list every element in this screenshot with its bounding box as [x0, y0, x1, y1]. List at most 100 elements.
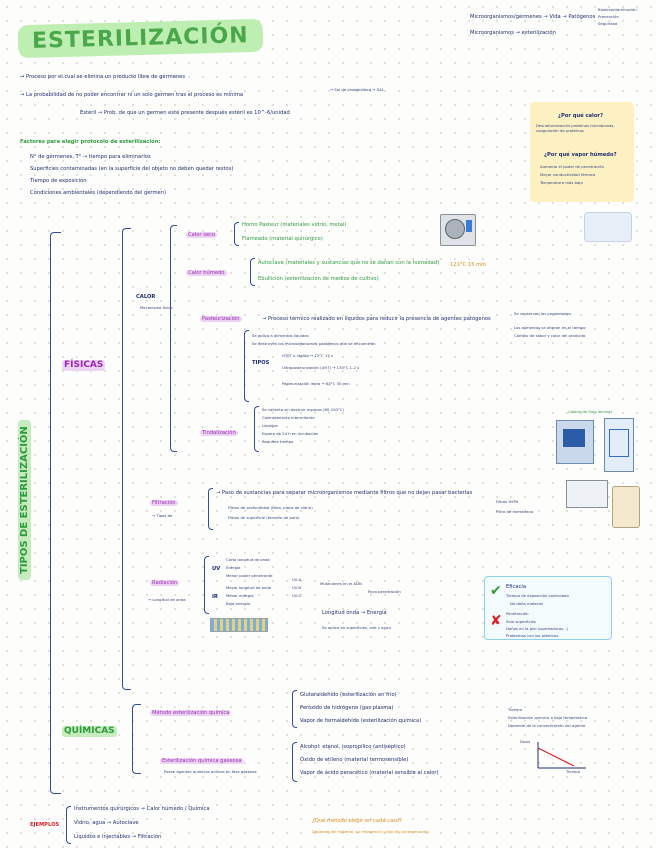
filter-diagram-image	[604, 418, 634, 472]
intro-line4: Estéril → Prob. de que un germen esté pr…	[80, 110, 290, 116]
filtracion-line1: → Paso de sustancias para separar microo…	[216, 490, 472, 496]
intro-line2: → La probabilidad de no poder encontrar …	[20, 92, 243, 98]
yellow-q1: ¿Por qué calor?	[558, 113, 603, 119]
radiacion-label: Radiación	[150, 580, 179, 586]
graph-line	[538, 748, 574, 766]
cons-heading: Penetración	[506, 612, 528, 617]
filter-bottle-image	[612, 486, 640, 528]
metodo2-item-3: Vapor de ácido peracético (material sens…	[300, 770, 439, 776]
ir-line-1: Mayor longitud de onda	[226, 586, 271, 591]
pasteurizacion-label: Pasteurización	[200, 316, 242, 322]
yellow-a1: Desnaturalización proteínas microbianas,…	[536, 124, 630, 133]
calor-humedo-label: Calor húmedo	[186, 270, 227, 276]
uv-code-b: UV-B	[292, 586, 301, 591]
filtracion-line3: Filtros de superficie (tamaño de poro)	[228, 516, 299, 521]
intro-line3: → Sal de probabilidad → SAL	[330, 88, 384, 93]
tindalizacion-line2: Calentamiento intermitente	[262, 416, 315, 421]
pasteurizacion-desc: → Proceso térmico realizado en líquidos …	[262, 316, 491, 322]
quimicas-brace	[132, 704, 141, 774]
metodo1-label: Método esterilización química	[150, 710, 231, 716]
pasteurizacion-side-2: Los alimentos se alteran en el tiempo	[514, 326, 586, 331]
concentration-graph	[530, 738, 590, 774]
intro-line1: → Proceso por el cual se elimina un prod…	[20, 74, 185, 80]
pasteurizacion-side-1: Se conservan las propiedades	[514, 312, 571, 317]
filtracion-right-2: Filtro de membrana	[496, 510, 533, 515]
pasteurizacion-line2: Se destruyen los microorganismos patógen…	[252, 342, 376, 347]
main-brace	[50, 232, 61, 794]
calor-brace	[170, 225, 177, 452]
calor-note: Mecanismo físico	[140, 306, 173, 311]
cons-line-1: Solo superficies	[506, 620, 536, 625]
ejemplos-orange-2: Depende del material, su resistencia y t…	[312, 830, 429, 835]
filter-image	[566, 480, 608, 508]
ejemplos-brace	[66, 806, 71, 844]
filtracion-right-1: Filtros HEPA	[496, 500, 518, 505]
pasteurizacion-tipo-1: HTST o rápida → 72°C 15 s	[282, 354, 333, 359]
autoclave-note: 121°C 15 min	[450, 262, 486, 268]
calor-label: CALOR	[136, 294, 155, 300]
radiacion-ir-label: IR	[212, 594, 218, 600]
metodo1-brace	[292, 690, 297, 728]
pasteurizacion-tipo-3: Pasteurización lenta → 63°C 30 min	[282, 382, 350, 387]
top-right-bullet-2: Prevención	[598, 15, 619, 20]
tindalizacion-line3: Líquidos	[262, 424, 278, 429]
filtracion-line2: Filtros de profundidad (fibra, placa de …	[228, 506, 313, 511]
filtracion-label: Filtración	[150, 500, 178, 506]
top-right-line2: Microorganismos → esterilización	[470, 30, 556, 36]
calor-seco-label: Calor seco	[186, 232, 217, 238]
pros-line-1: Tiempo de exposición controlado	[506, 594, 569, 599]
yellow-a2-1: Aumenta el poder de penetración	[540, 165, 604, 170]
metodo2-item-2: Óxido de etileno (material termosensible…	[300, 757, 408, 763]
filtracion-sub: → Tipos de	[152, 514, 172, 519]
pasteurizacion-tipo-2: Ultrapasteurización (UHT) → 135°C 1-2 s	[282, 366, 359, 371]
metodo1-item-3: Vapor de formaldehído (esterilización qu…	[300, 718, 421, 724]
metodo1-item-1: Glutaraldehído (esterilización en frío)	[300, 692, 397, 698]
radiacion-right-2: Poca penetración	[368, 590, 401, 595]
pasteurizacion-brace	[244, 330, 249, 402]
ejemplos-label: EJEMPLOS	[30, 822, 59, 828]
pasteurizacion-tipos: TIPOS	[252, 360, 269, 366]
factor-2: Superficies contaminadas (en la superfic…	[30, 166, 233, 172]
tindalizacion-label: Tindalización	[200, 430, 238, 436]
calor-seco-brace	[234, 222, 239, 246]
cross-icon: ✘	[490, 614, 502, 628]
radiacion-brace	[204, 556, 209, 614]
ejemplos-orange-1: ¿Qué método elegir en cada caso?	[312, 818, 402, 824]
factor-4: Condiciones ambientales (dependiendo del…	[30, 190, 166, 196]
laminar-flow-image	[556, 420, 594, 464]
uv-code-c: UV-C	[292, 594, 301, 599]
ebullicion-text: Ebullición (esterilización de medios de …	[258, 276, 379, 282]
factors-heading: Factores para elegir protocolo de esteri…	[20, 139, 160, 145]
main-vertical-label: TIPOS DE ESTERILIZACIÓN	[18, 420, 31, 580]
radiacion-uv-label: UV	[212, 566, 220, 572]
cons-line-3: Problemas con los plásticos	[506, 634, 558, 639]
top-right-bullet-1: Biodecontaminación	[598, 8, 637, 13]
small-note-card	[584, 212, 632, 242]
cons-line-2: Daños en la piel (quemaduras...)	[506, 627, 568, 632]
top-right-line1: Microorganismos/gérmenes → Vida → Patóge…	[470, 14, 595, 20]
quimicas-right-3: Depende de la concentración del agente	[508, 724, 585, 729]
pasteurizacion-line1: Se aplica a alimentos líquidos	[252, 334, 309, 339]
tindalizacion-brace	[254, 406, 259, 452]
radiacion-sub: → Longitud de onda	[148, 598, 186, 603]
metodo2-brace	[292, 742, 297, 782]
ir-line-2: Menor energía	[226, 594, 253, 599]
tindalizacion-line1: Se calienta sin destruir esporas (80-100…	[262, 408, 344, 413]
autoclave-text: Autoclave (materiales y sustancias que n…	[258, 260, 439, 266]
ir-line-3: Baja energía	[226, 602, 250, 607]
quimicas-right-1: Tiempo	[508, 708, 522, 713]
metodo2-sub: Posee agentes químicos activos en fase g…	[164, 770, 257, 775]
horno-pasteur: Horno Pasteur (materiales vidrio, metal)	[242, 222, 346, 228]
yellow-a2-3: Temperatura más baja	[540, 181, 583, 186]
metodo1-item-2: Peróxido de hidrógeno (gas plasma)	[300, 705, 393, 711]
yellow-a2-2: Mayor conductividad térmica	[540, 173, 595, 178]
ejemplo-3: Líquidos e injectables → Filtración	[74, 834, 161, 840]
check-icon: ✔	[490, 584, 502, 598]
spectrum-image	[210, 618, 268, 632]
top-right-bullet-3: Seguridad	[598, 22, 617, 27]
tindalizacion-line5: Requiere tiempo	[262, 440, 293, 445]
metodo2-item-1: Alcohol: etanol, isopropílico (antisépti…	[300, 744, 406, 750]
laminar-flow-label: Cabina de flujo laminar	[568, 410, 612, 415]
fisicas-brace	[122, 228, 131, 690]
